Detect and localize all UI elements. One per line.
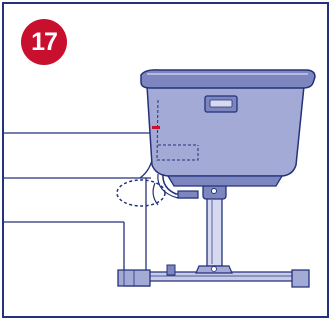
strap-loop-connector — [153, 183, 158, 205]
strap-buckle — [178, 191, 198, 198]
alignment-mark-icon — [152, 126, 160, 129]
bassinet-rim — [141, 70, 315, 88]
bassinet-bottom — [168, 176, 282, 186]
handle-grip — [210, 100, 232, 107]
bassinet-pole — [203, 184, 226, 266]
strap-loop-dashed — [117, 180, 165, 206]
step-number-badge: 17 — [21, 19, 67, 65]
pole-tube — [207, 198, 222, 266]
base-wheel-left — [167, 265, 175, 275]
bassinet-body — [141, 70, 315, 186]
base-foot-right — [292, 270, 309, 287]
bed-frame-outline — [4, 133, 153, 286]
base-mount-icon — [212, 267, 217, 272]
collar-button-icon — [212, 189, 217, 194]
